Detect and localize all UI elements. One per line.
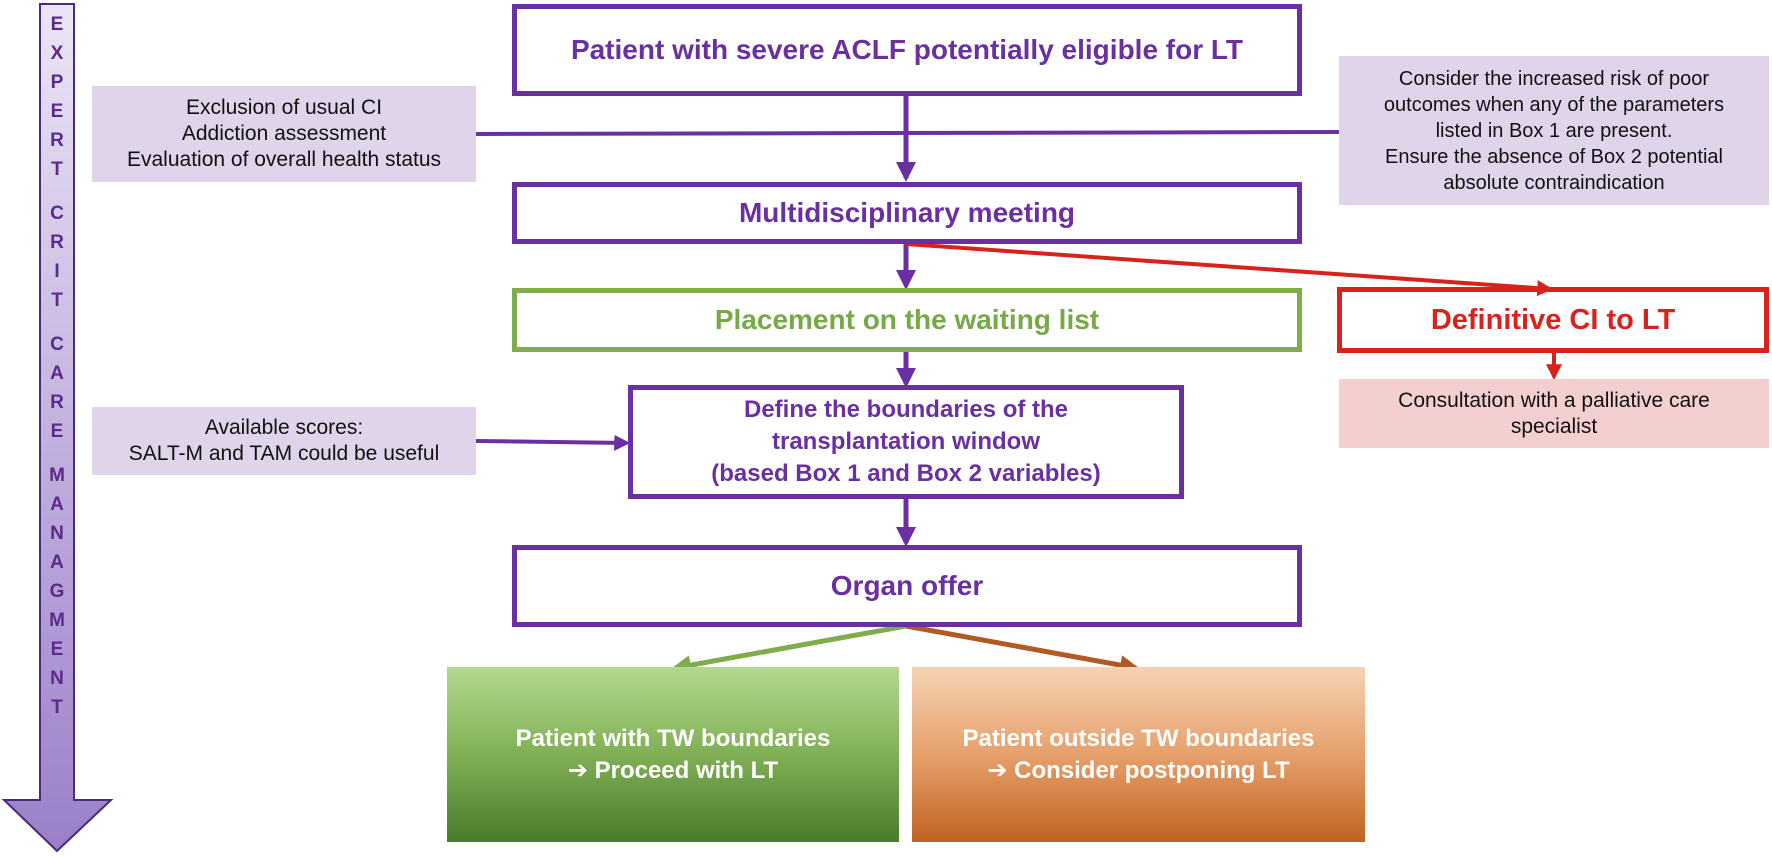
define-line-3: (based Box 1 and Box 2 variables): [711, 460, 1101, 487]
node-waiting-list: Placement on the waiting list: [512, 288, 1302, 352]
outcome-proceed: Patient with TW boundaries ➔ Proceed wit…: [447, 667, 899, 842]
note-exclusion: Exclusion of usual CI Addiction assessme…: [92, 86, 476, 182]
arrow-offer-to-proceed: [671, 623, 907, 675]
note-risk-line-5: absolute contraindication: [1443, 171, 1665, 194]
node-definitive-ci: Definitive CI to LT: [1337, 287, 1769, 353]
side-letter: E: [50, 421, 64, 442]
note-scores: Available scores: SALT-M and TAM could b…: [92, 407, 476, 475]
side-letter: X: [50, 43, 64, 64]
side-letter: T: [51, 159, 63, 180]
side-letter: P: [50, 72, 64, 93]
arrow-scores-to-define: [475, 434, 631, 451]
node-organ-offer: Organ offer: [512, 545, 1302, 627]
outcome-postpone-line-2: ➔ Consider postponing LT: [987, 756, 1290, 784]
side-letter: T: [51, 697, 63, 718]
note-scores-line-2: SALT-M and TAM could be useful: [128, 442, 440, 465]
side-letter: R: [50, 392, 64, 413]
side-letter: N: [50, 523, 64, 544]
note-palliative-line-1: Consultation with a palliative care: [1398, 388, 1710, 412]
side-letter: A: [50, 494, 64, 515]
side-letter: T: [51, 290, 63, 311]
node-patient-eligible: Patient with severe ACLF potentially eli…: [512, 4, 1302, 96]
define-line-1: Define the boundaries of the: [743, 396, 1069, 423]
node-define-boundaries: Define the boundaries of the transplanta…: [628, 385, 1184, 499]
note-exclusion-line-1: Exclusion of usual CI: [185, 96, 383, 119]
define-line-2: transplantation window: [772, 428, 1040, 455]
note-exclusion-line-3: Evaluation of overall health status: [126, 148, 442, 171]
note-palliative-line-2: specialist: [1510, 414, 1598, 438]
side-letter: E: [50, 14, 64, 35]
side-letter: N: [50, 668, 64, 689]
node-organ-offer-text: Organ offer: [830, 570, 984, 601]
note-palliative: Consultation with a palliative care spec…: [1339, 379, 1769, 448]
node-multidisciplinary-text: Multidisciplinary meeting: [738, 197, 1076, 228]
side-letter: G: [49, 581, 65, 602]
outcome-postpone: Patient outside TW boundaries ➔ Consider…: [912, 667, 1365, 842]
outcome-proceed-line-1: Patient with TW boundaries: [515, 724, 831, 752]
note-risk-line-1: Consider the increased risk of poor: [1398, 67, 1710, 90]
outcome-proceed-line-2: ➔ Proceed with LT: [567, 756, 779, 784]
arrow-offer-to-postpone: [905, 623, 1140, 675]
note-risk: Consider the increased risk of poor outc…: [1339, 56, 1769, 205]
side-letter: M: [49, 610, 65, 631]
node-multidisciplinary-meeting: Multidisciplinary meeting: [512, 182, 1302, 244]
side-letter: C: [50, 334, 64, 355]
side-letter: A: [50, 363, 64, 384]
outcome-postpone-line-1: Patient outside TW boundaries: [962, 724, 1315, 752]
side-letter: R: [50, 232, 64, 253]
node-waiting-list-text: Placement on the waiting list: [714, 304, 1100, 335]
side-letter: A: [50, 552, 64, 573]
side-letter: I: [54, 261, 60, 282]
side-letter: C: [50, 203, 64, 224]
side-letter: E: [50, 639, 64, 660]
note-risk-line-2: outcomes when any of the parameters: [1383, 93, 1725, 116]
note-risk-line-3: listed in Box 1 are present.: [1435, 119, 1673, 142]
node-patient-eligible-text: Patient with severe ACLF potentially eli…: [570, 34, 1244, 65]
side-letter: E: [50, 101, 64, 122]
note-scores-line-1: Available scores:: [204, 416, 364, 439]
note-risk-line-4: Ensure the absence of Box 2 potential: [1384, 145, 1723, 168]
side-letter: R: [50, 130, 64, 151]
expert-care-side-arrow: [1, 3, 114, 853]
arrow-meeting-to-ci: [905, 242, 1554, 297]
node-definitive-ci-text: Definitive CI to LT: [1430, 303, 1676, 336]
side-letter: M: [49, 465, 65, 486]
note-exclusion-line-2: Addiction assessment: [181, 122, 387, 145]
